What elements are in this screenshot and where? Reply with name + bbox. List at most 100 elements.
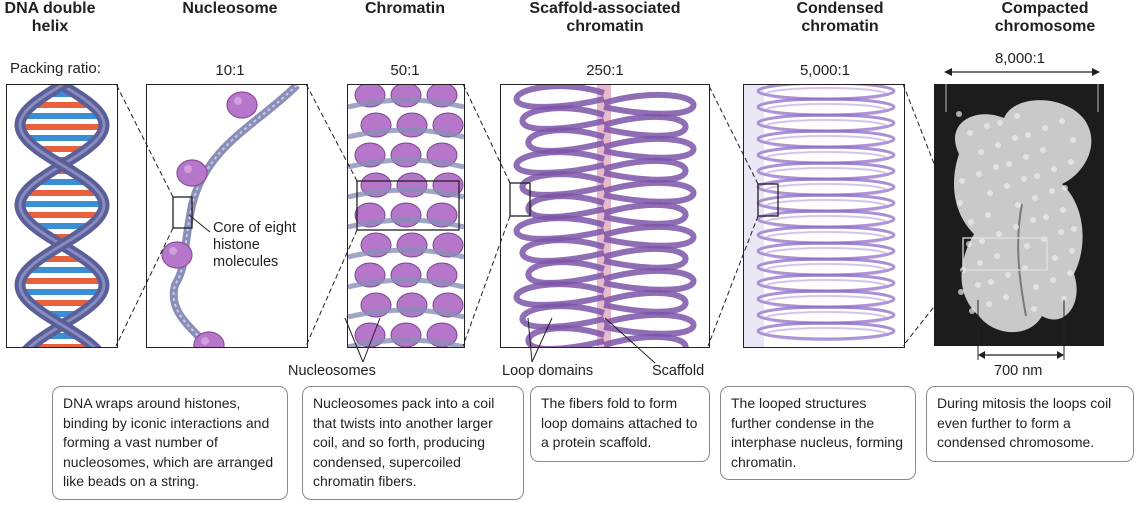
packing-ratio-label: Packing ratio: bbox=[10, 60, 101, 77]
loop-domain bbox=[525, 193, 605, 220]
packing-ratio-scaffold: 250:1 bbox=[586, 62, 624, 79]
nucleosome-bead bbox=[390, 322, 422, 347]
surface-granule bbox=[1005, 272, 1011, 278]
surface-granule bbox=[1060, 207, 1066, 213]
scale-head-left bbox=[978, 351, 985, 359]
surface-granule bbox=[1003, 294, 1009, 300]
surface-granule bbox=[1023, 154, 1029, 160]
backbone-highlight bbox=[18, 85, 106, 347]
arrow-head-left bbox=[944, 68, 952, 76]
scaffold-label: Scaffold bbox=[652, 363, 705, 379]
base-pair bbox=[21, 212, 103, 218]
surface-granule bbox=[1062, 185, 1068, 191]
histone-highlight bbox=[184, 165, 192, 173]
packing-ratio-compacted: 8,000:1 bbox=[994, 50, 1046, 67]
surface-granule bbox=[1068, 159, 1074, 165]
loop-domain bbox=[603, 333, 689, 347]
nucleosome-bead bbox=[390, 85, 422, 108]
surface-granule bbox=[988, 279, 994, 285]
loop-domain bbox=[519, 303, 605, 330]
surface-granule bbox=[978, 149, 984, 155]
header-condensed-chromatin: Condensed chromatin bbox=[796, 0, 884, 35]
surface-granule bbox=[960, 267, 966, 273]
surface-granule bbox=[1014, 113, 1020, 119]
surface-granule bbox=[1071, 226, 1077, 232]
surface-granule bbox=[1061, 296, 1067, 302]
surface-granule bbox=[1032, 195, 1038, 201]
dna-double-helix-panel bbox=[6, 84, 118, 348]
header-dna-double-helix: DNA double helix bbox=[4, 0, 96, 35]
base-pair bbox=[27, 300, 97, 306]
scale-bar-label: 700 nm bbox=[994, 363, 1043, 379]
histone-bead bbox=[226, 91, 258, 119]
surface-granule bbox=[957, 200, 963, 206]
surface-granule bbox=[993, 164, 999, 170]
loop-domain bbox=[603, 223, 697, 249]
callout-mitosis: During mitosis the loops coil even furth… bbox=[926, 386, 1134, 462]
histone-highlight bbox=[234, 97, 242, 105]
nucleosomes-label: Nucleosomes bbox=[288, 363, 376, 379]
surface-granule bbox=[996, 231, 1002, 237]
fiber-coil bbox=[348, 157, 464, 170]
surface-granule bbox=[1015, 202, 1021, 208]
surface-granule bbox=[987, 190, 993, 196]
header-compacted-chromosome: Compacted chromosome bbox=[994, 0, 1096, 35]
loop-domain bbox=[603, 135, 697, 161]
core-histone-label: Core of eight histone molecules bbox=[213, 220, 297, 270]
chromosome-micrograph-panel bbox=[934, 84, 1104, 346]
chromosome-micrograph bbox=[934, 84, 1104, 346]
fiber-coil bbox=[348, 247, 464, 260]
surface-granule bbox=[1030, 217, 1036, 223]
surface-granule bbox=[1070, 137, 1076, 143]
surface-granule bbox=[1022, 265, 1028, 271]
surface-granule bbox=[1034, 173, 1040, 179]
condensed-chromatin-panel bbox=[743, 84, 905, 348]
base-pair bbox=[20, 201, 104, 207]
nucleosome-bead bbox=[396, 292, 428, 318]
loop-domain bbox=[525, 259, 605, 286]
loop-domain bbox=[603, 201, 689, 227]
nucleosome-bead bbox=[390, 142, 422, 168]
surface-granule bbox=[976, 171, 982, 177]
chromosome-shape bbox=[954, 100, 1092, 333]
surface-granule bbox=[1059, 118, 1065, 124]
callout-dna-wraps: DNA wraps around histones, binding by ic… bbox=[52, 386, 288, 500]
coil-edge-shade bbox=[744, 85, 764, 347]
loop-domain bbox=[603, 179, 697, 205]
surface-granule bbox=[1021, 176, 1027, 182]
dna-helix-illustration bbox=[14, 85, 110, 347]
loop-domain bbox=[603, 245, 689, 271]
loop-domain bbox=[519, 237, 605, 264]
fiber-coil bbox=[348, 277, 464, 290]
packing-ratio-condensed: 5,000:1 bbox=[799, 62, 851, 79]
base-pair bbox=[20, 124, 104, 130]
surface-granule bbox=[1040, 147, 1046, 153]
header-scaffold-associated-chromatin: Scaffold-associated chromatin bbox=[529, 0, 681, 35]
surface-granule bbox=[1025, 132, 1031, 138]
surface-granule bbox=[1051, 166, 1057, 172]
condensed-chromatin-illustration bbox=[744, 85, 896, 347]
nucleosome-panel bbox=[146, 84, 308, 348]
header-nucleosome: Nucleosome bbox=[182, 0, 278, 17]
callout-loop-domains: The fibers fold to form loop domains att… bbox=[530, 386, 710, 462]
surface-granule bbox=[1049, 188, 1055, 194]
surface-granule bbox=[1058, 229, 1064, 235]
base-pair bbox=[20, 289, 104, 295]
surface-granule bbox=[968, 219, 974, 225]
surface-granule bbox=[975, 282, 981, 288]
loop-domain bbox=[603, 311, 697, 337]
dna-linker-strand bbox=[169, 85, 300, 347]
surface-granule bbox=[1069, 248, 1075, 254]
surface-granule bbox=[966, 241, 972, 247]
base-pair bbox=[44, 256, 80, 262]
fiber-coil bbox=[348, 127, 464, 140]
callout-nucleosomes-pack: Nucleosomes pack into a coil that twists… bbox=[302, 386, 524, 500]
loop-domain bbox=[513, 149, 605, 176]
loop-domain bbox=[603, 267, 697, 293]
base-pair bbox=[27, 190, 97, 196]
nucleosome-bead bbox=[390, 202, 422, 228]
chromatin-fiber-illustration bbox=[348, 85, 464, 347]
surface-granule bbox=[1013, 224, 1019, 230]
loop-domains-label: Loop domains bbox=[502, 363, 594, 379]
loop-domain bbox=[513, 281, 605, 308]
